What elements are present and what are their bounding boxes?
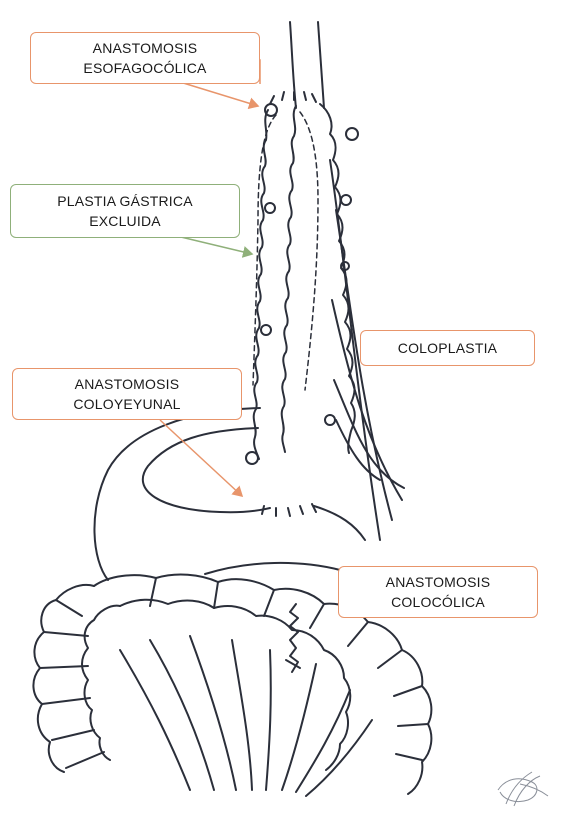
label-esofagocolica-line2: ESOFAGOCÓLICA bbox=[31, 58, 259, 78]
large-intestine bbox=[33, 585, 94, 772]
label-gastrica-line1: PLASTIA GÁSTRICA bbox=[11, 191, 239, 211]
label-plastia-gastrica-excluida: PLASTIA GÁSTRICA EXCLUIDA bbox=[10, 184, 240, 238]
leader-coloyeyunal bbox=[160, 420, 242, 496]
label-esofagocolica-line1: ANASTOMOSIS bbox=[31, 38, 259, 58]
label-gastrica-line2: EXCLUIDA bbox=[11, 211, 239, 231]
jejunal-loop bbox=[143, 428, 270, 512]
label-anastomosis-colocolica: ANASTOMOSIS COLOCÓLICA bbox=[338, 566, 538, 618]
label-coloplastia: COLOPLASTIA bbox=[360, 330, 535, 366]
label-coloyeyunal-line2: COLOYEYUNAL bbox=[13, 394, 241, 414]
signature bbox=[498, 772, 548, 806]
label-anastomosis-esofagocolica: ANASTOMOSIS ESOFAGOCÓLICA bbox=[30, 32, 260, 84]
label-anastomosis-coloyeyunal: ANASTOMOSIS COLOYEYUNAL bbox=[12, 368, 242, 420]
label-coloyeyunal-line1: ANASTOMOSIS bbox=[13, 374, 241, 394]
label-coloplastia-line1: COLOPLASTIA bbox=[361, 338, 534, 358]
label-colocolica-line1: ANASTOMOSIS bbox=[339, 572, 537, 592]
colocolic-anastomosis bbox=[290, 604, 298, 672]
label-colocolica-line2: COLOCÓLICA bbox=[339, 592, 537, 612]
